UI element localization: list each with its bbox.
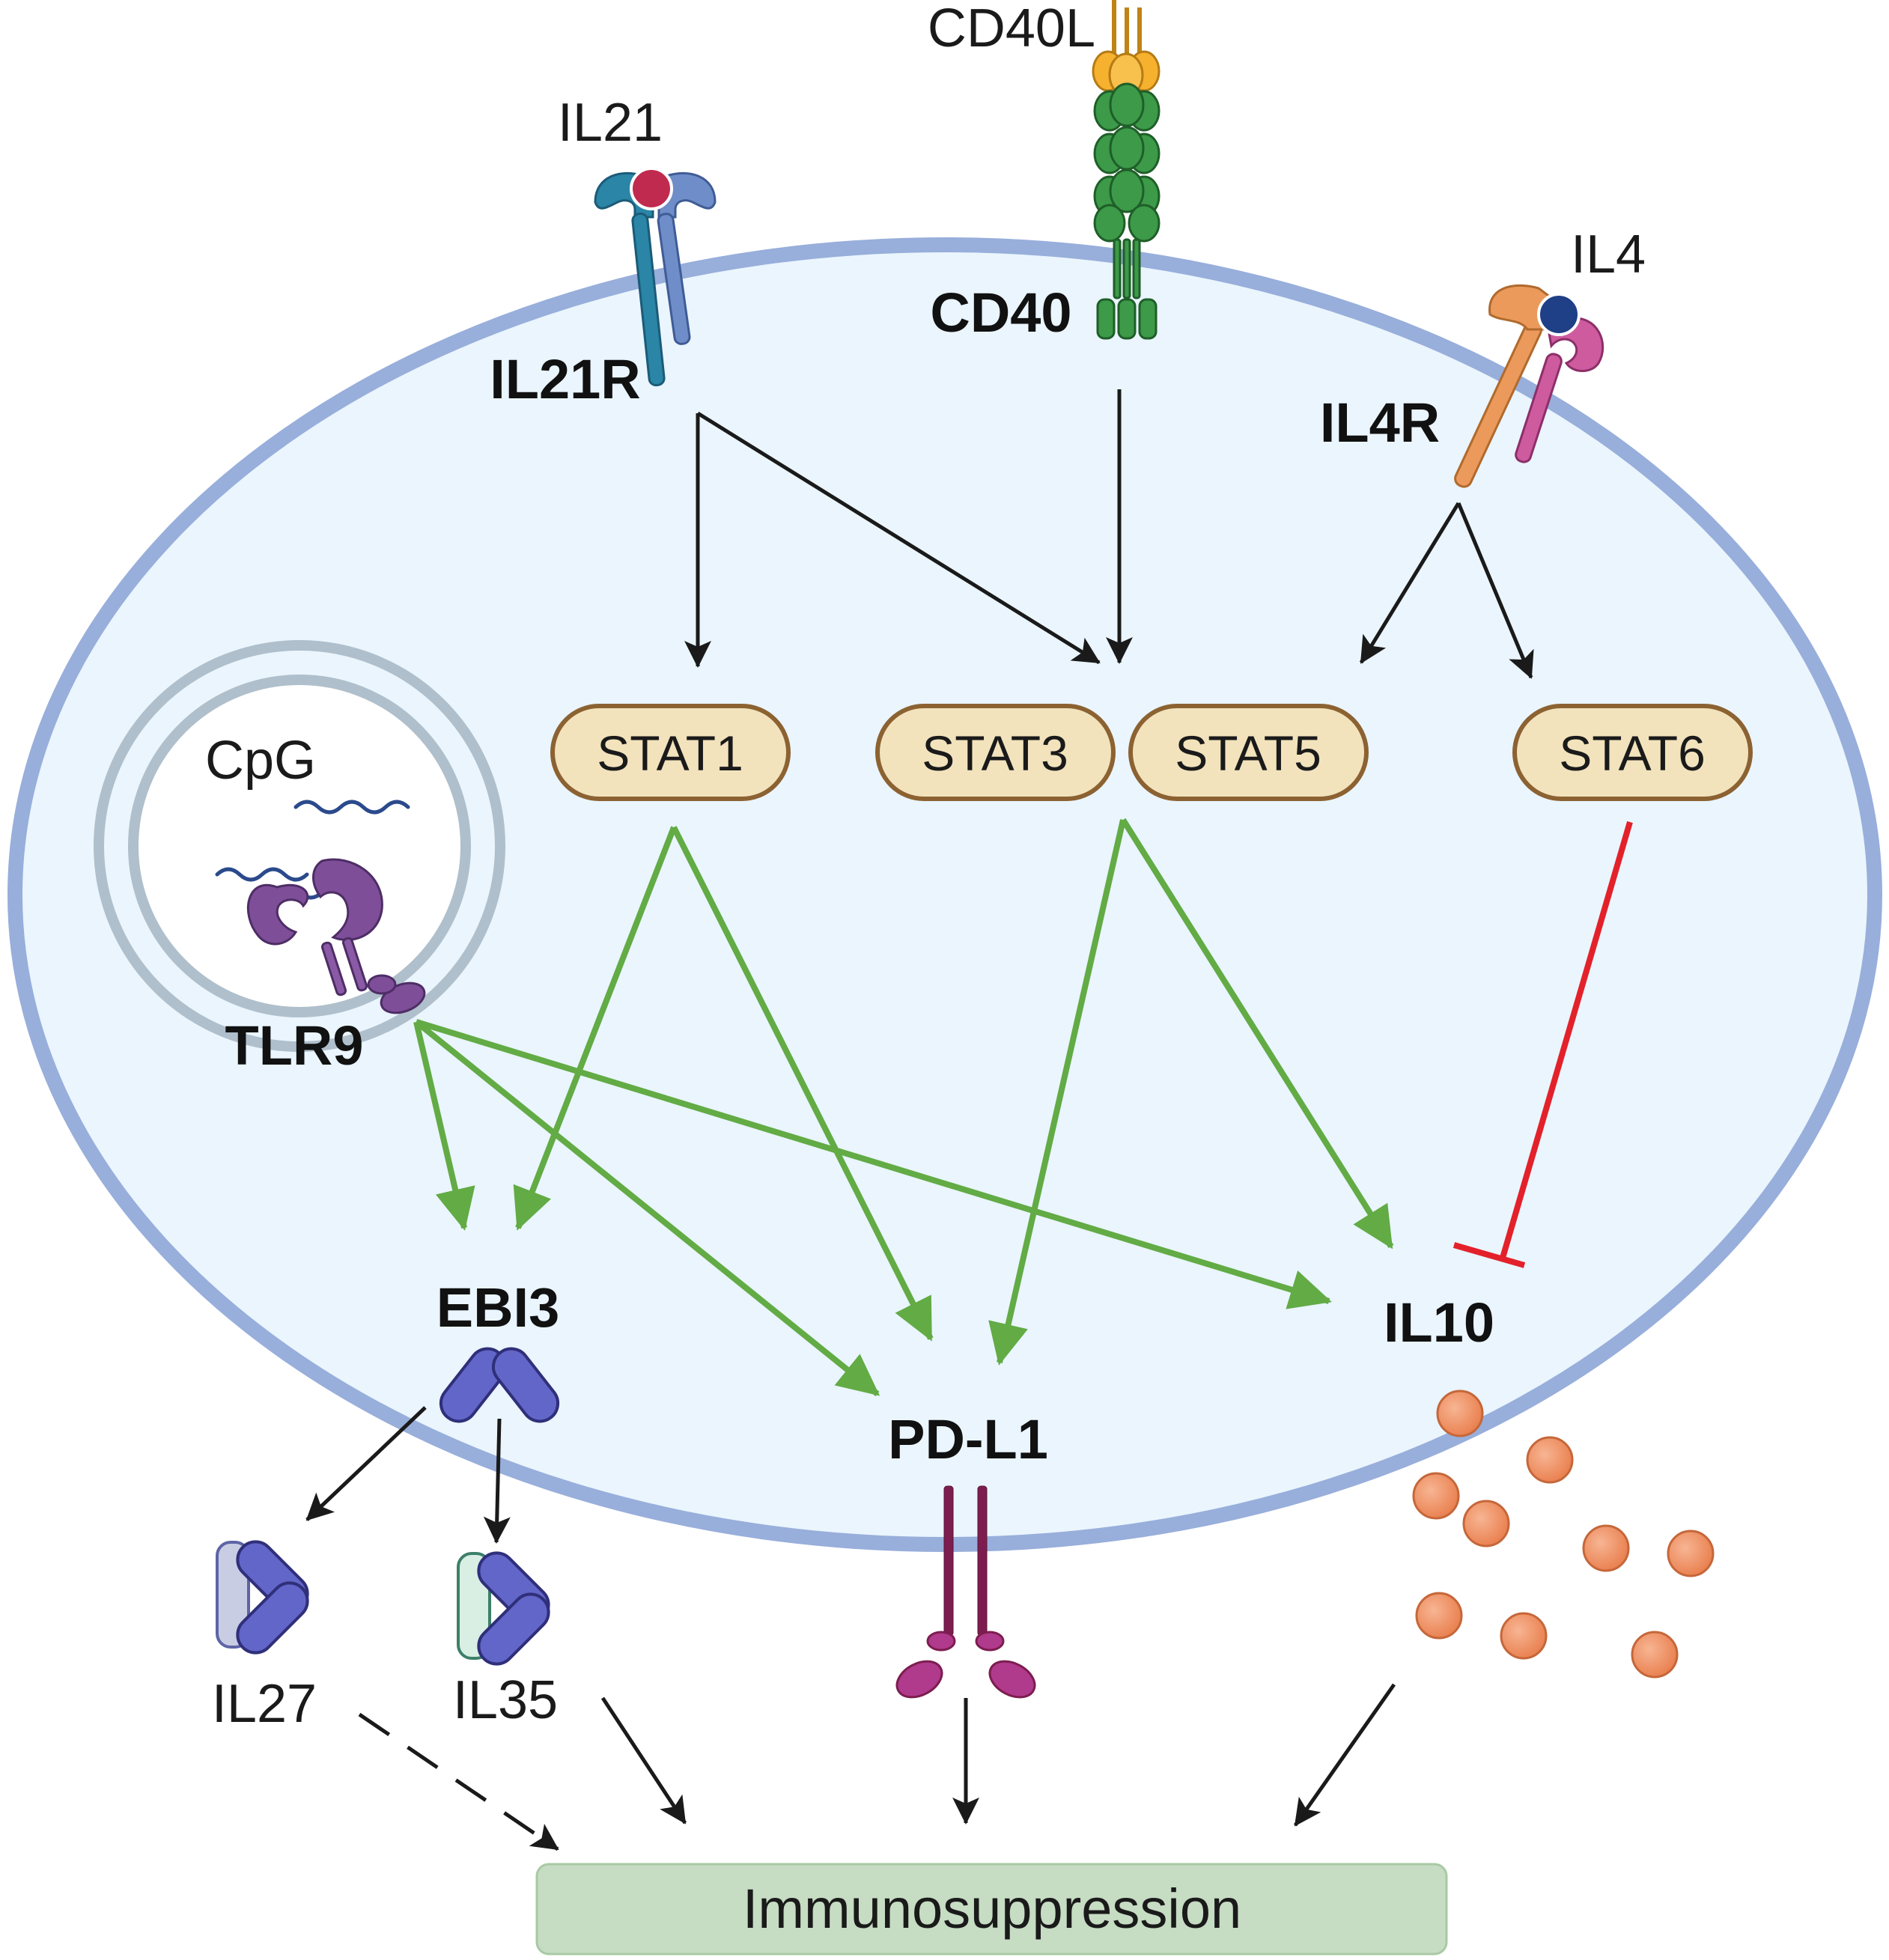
cd40l-ligand-icon xyxy=(1092,0,1161,97)
pdl1-icon xyxy=(895,1485,1036,1699)
arrow-il35-immunosuppression xyxy=(600,1696,687,1824)
immunosuppression-label: Immunosuppression xyxy=(743,1878,1241,1940)
endosome xyxy=(94,640,505,1052)
inhibition-stat6-il10 xyxy=(1453,821,1633,1268)
arrow-il21r-stat3 xyxy=(696,411,1101,665)
arrow-stat1-ebi3 xyxy=(513,826,677,1231)
tlr9-label: TLR9 xyxy=(225,1014,364,1077)
il4-label: IL4 xyxy=(1571,225,1646,284)
output-arrows xyxy=(305,1406,1396,1851)
cd40-receptor-icon xyxy=(1093,82,1161,340)
stat1-label: STAT1 xyxy=(597,725,743,781)
ebi3-icon xyxy=(439,1347,560,1423)
arrow-il4r-stat6 xyxy=(1456,502,1534,679)
stat1-box xyxy=(550,704,791,801)
arrow-stat35-il10 xyxy=(1120,818,1394,1250)
arrow-il4r-stat5 xyxy=(1359,502,1461,664)
il21-label: IL21 xyxy=(558,93,663,153)
stat-boxes: STAT1 STAT3 STAT5 STAT6 xyxy=(550,704,1753,801)
il10-label: IL10 xyxy=(1384,1291,1494,1354)
arrow-tlr9-il10 xyxy=(415,1019,1332,1309)
il21r-label: IL21R xyxy=(490,348,641,410)
arrow-il27-immunosuppression xyxy=(358,1712,559,1851)
arrow-tlr9-pdl1 xyxy=(414,1019,880,1397)
stat3-label: STAT3 xyxy=(922,725,1068,781)
il27-label: IL27 xyxy=(212,1674,317,1734)
stat3-box xyxy=(875,704,1116,801)
receptor-signal-arrows xyxy=(684,389,1534,679)
arrow-il10-immunosuppression xyxy=(1293,1683,1396,1827)
ebi3-label: EBI3 xyxy=(436,1276,560,1339)
pdl1-label: PD-L1 xyxy=(888,1408,1048,1470)
il4r-receptor-icon xyxy=(1454,284,1604,488)
il21r-receptor-icon xyxy=(594,167,717,387)
il27-icon xyxy=(216,1540,309,1655)
stat5-box xyxy=(1128,704,1369,801)
arrow-stat35-pdl1 xyxy=(988,819,1126,1366)
stat6-box xyxy=(1512,704,1753,801)
immunosuppression-box xyxy=(535,1863,1448,1956)
tlr9-receptor-icon xyxy=(246,858,426,1014)
arrow-stat1-pdl1 xyxy=(671,826,934,1342)
il10-particles xyxy=(1412,1390,1715,1679)
il35-icon xyxy=(457,1551,550,1666)
cpg-label: CpG xyxy=(205,731,316,791)
stat5-label: STAT5 xyxy=(1175,725,1321,781)
stat6-label: STAT6 xyxy=(1559,725,1706,781)
cd40l-label: CD40L xyxy=(928,0,1095,58)
il35-label: IL35 xyxy=(453,1670,558,1730)
activation-arrows xyxy=(413,818,1394,1397)
arrow-ebi3-il35 xyxy=(483,1418,511,1544)
arrow-tlr9-ebi3 xyxy=(413,1021,475,1231)
cd40-label: CD40 xyxy=(930,281,1071,344)
il4r-label: IL4R xyxy=(1320,392,1440,454)
arrow-ebi3-il27 xyxy=(305,1406,427,1521)
